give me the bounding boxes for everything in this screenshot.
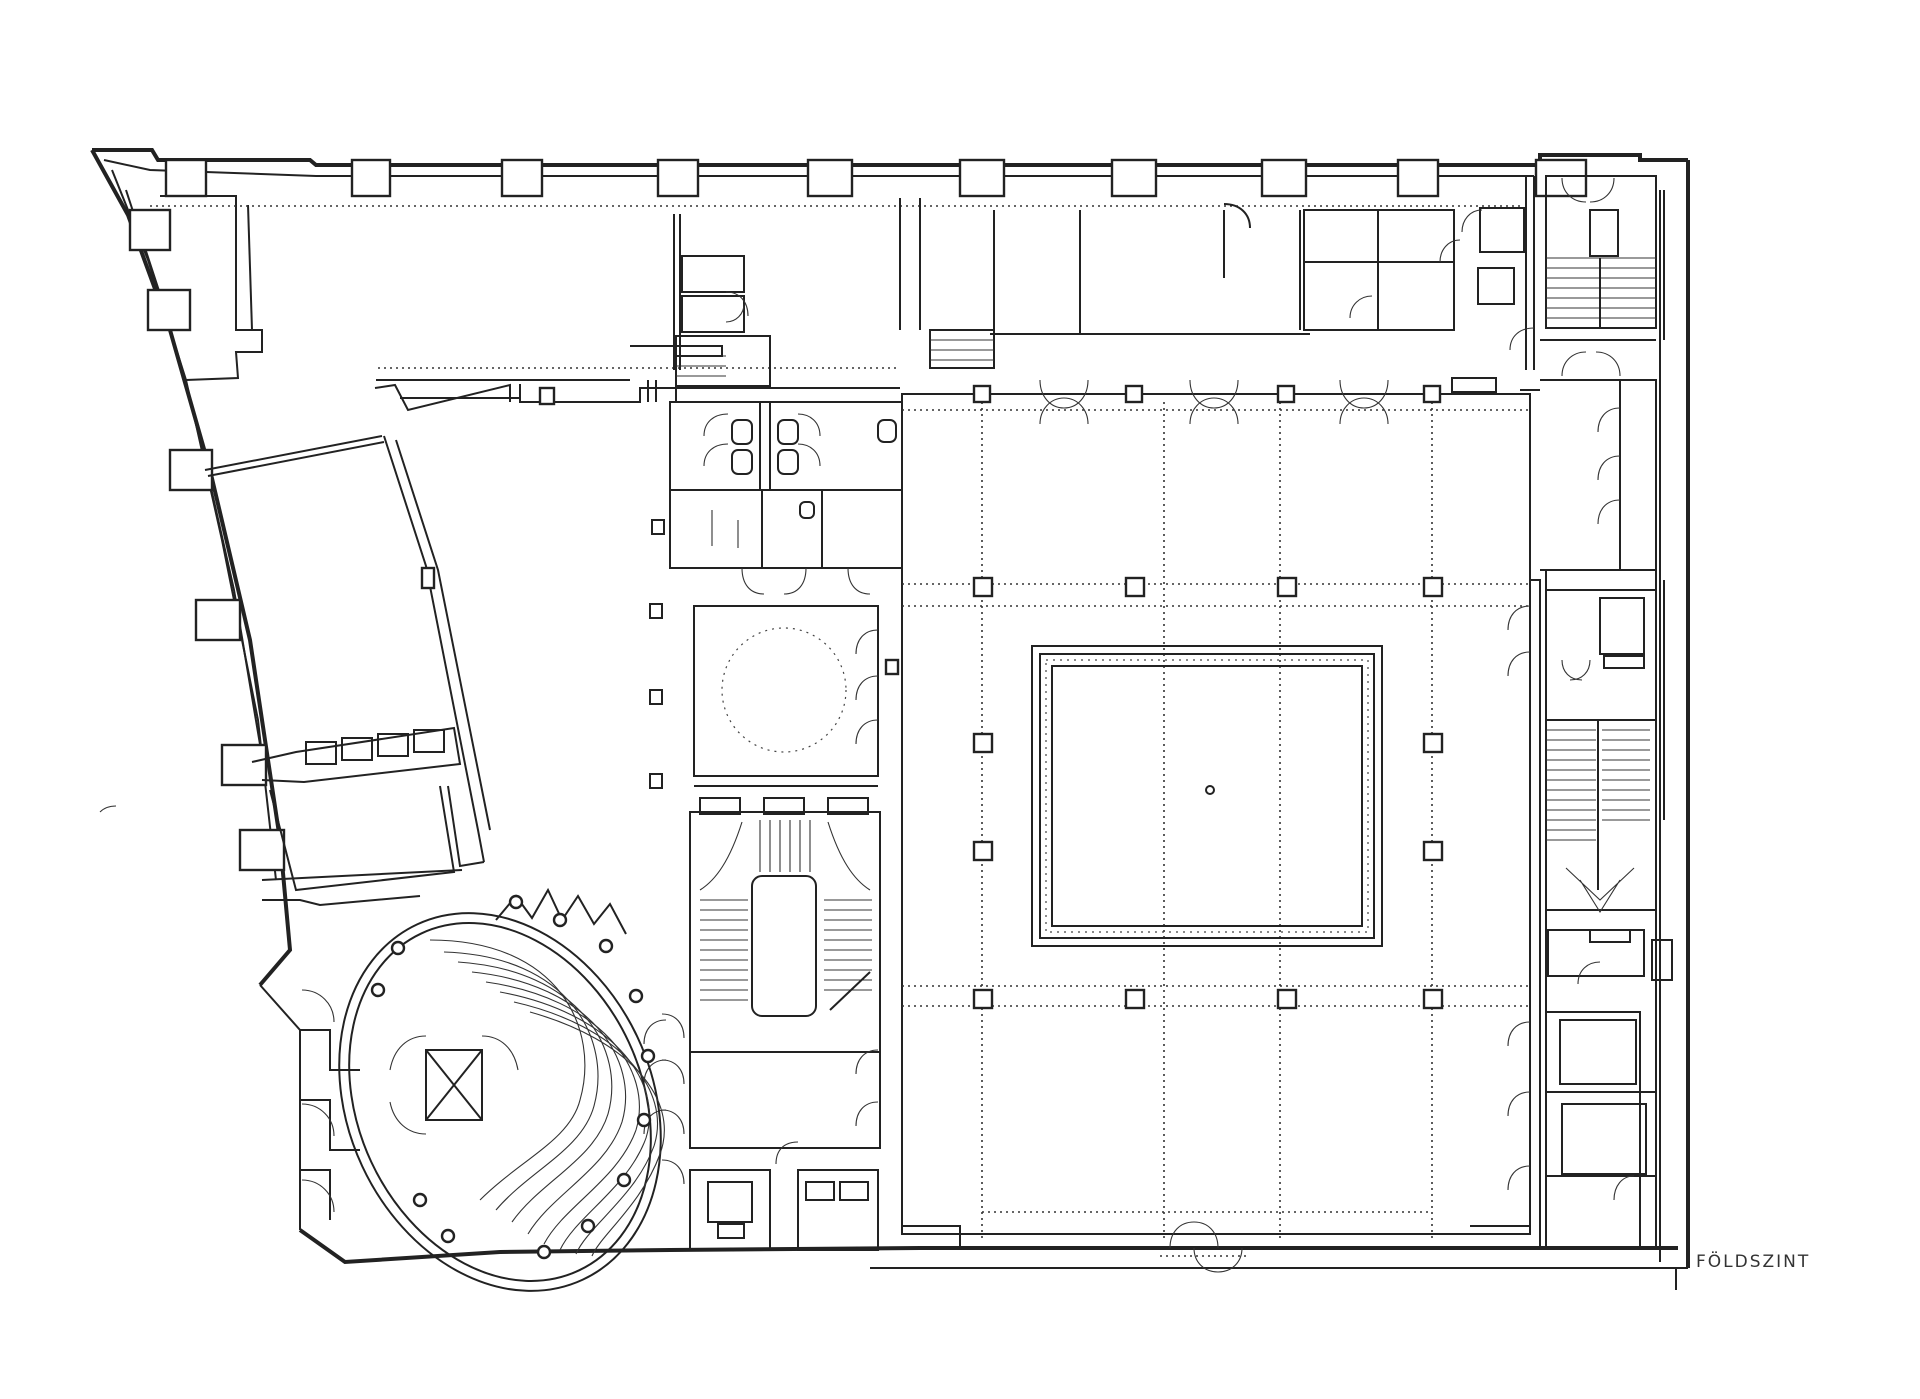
plan-level-label: FÖLDSZINT [1696, 1252, 1811, 1272]
service-block-upper [630, 176, 1535, 402]
north-east-stair [1509, 175, 1657, 571]
toilet-block [651, 401, 903, 595]
outer-walls [90, 148, 1690, 1290]
facade-piers [164, 158, 1588, 198]
misc-marks [99, 345, 723, 813]
left-facade-piers [128, 208, 286, 872]
left-wing [160, 195, 511, 907]
main-staircase [689, 797, 881, 1053]
grand-hall [901, 377, 1540, 1273]
north-hall [150, 205, 1520, 406]
lower-corridor [643, 1019, 881, 1251]
east-wing [1507, 190, 1673, 1250]
domed-vestibule [649, 603, 900, 789]
amphitheatre [300, 887, 685, 1292]
central-courtyard [1031, 645, 1383, 947]
